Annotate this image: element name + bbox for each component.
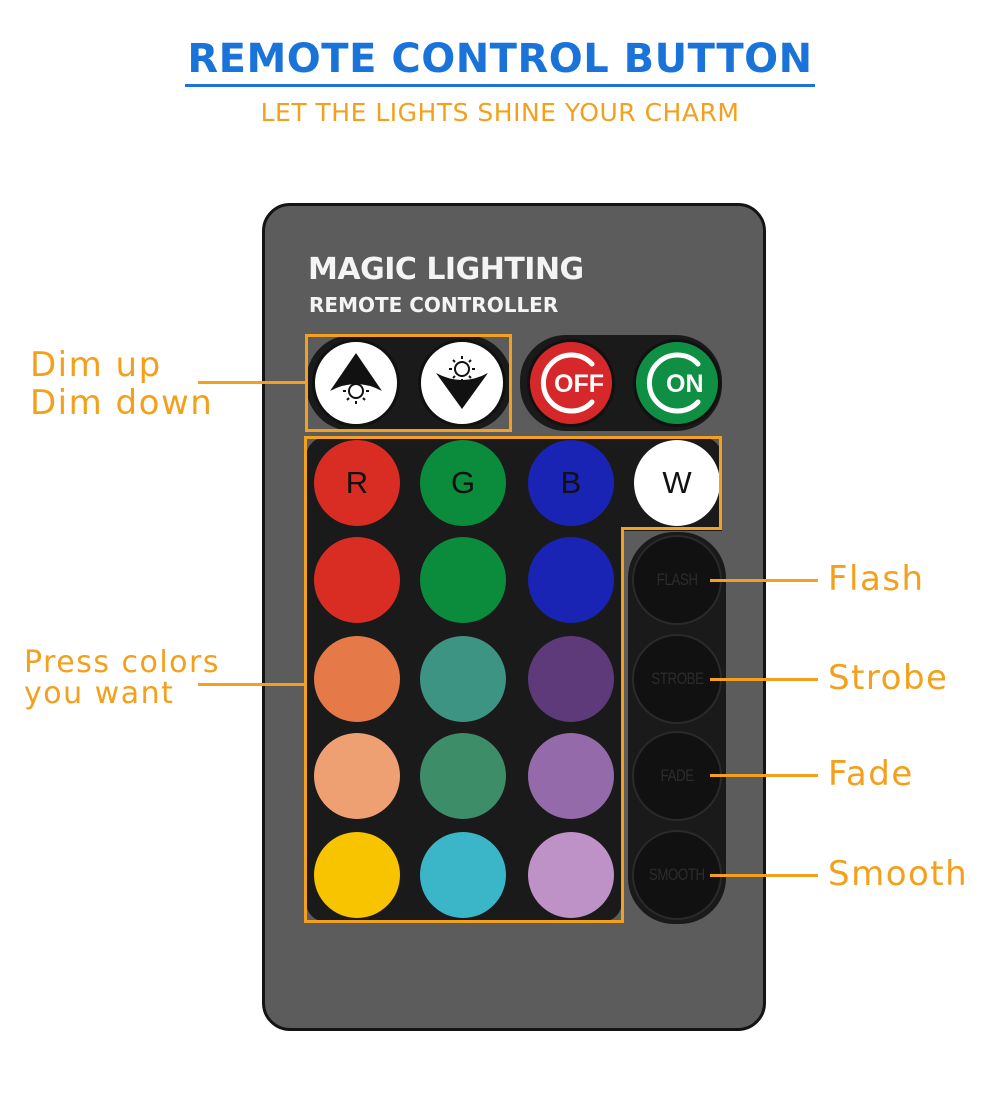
color-button-r3-c2[interactable] (420, 733, 506, 819)
color-button-r3-c1[interactable] (314, 733, 400, 819)
color-button-r1-c2[interactable] (420, 537, 506, 623)
flash-callout-label: Flash (828, 559, 925, 599)
color-button-r1-c3[interactable] (528, 537, 614, 623)
fade-button[interactable]: FADE (632, 731, 722, 821)
flash-label: FLASH (656, 570, 698, 589)
dim-down-button[interactable] (418, 339, 506, 427)
off-ring-icon (541, 352, 595, 414)
colors-callout-line (198, 683, 306, 686)
color-button-r1-c1[interactable] (314, 537, 400, 623)
flash-button[interactable]: FLASH (632, 535, 722, 625)
on-button[interactable]: ON (633, 339, 721, 427)
color-button-r4-c1[interactable] (314, 832, 400, 918)
strobe-callout-label: Strobe (828, 658, 949, 698)
on-label: ON (666, 370, 704, 398)
smooth-button[interactable]: SMOOTH (632, 830, 722, 920)
color-button-r3-c3[interactable] (528, 733, 614, 819)
red-button[interactable]: R (314, 440, 400, 526)
color-button-r2-c2[interactable] (420, 636, 506, 722)
page-title: REMOTE CONTROL BUTTON (0, 36, 1000, 87)
dim-callout-line (198, 381, 306, 384)
smooth-callout-line (710, 874, 818, 877)
blue-button[interactable]: B (528, 440, 614, 526)
press-colors-label: Press colors (24, 645, 220, 680)
page-subtitle: LET THE LIGHTS SHINE YOUR CHARM (260, 98, 740, 127)
remote-subbrand: REMOTE CONTROLLER (309, 293, 559, 317)
white-button[interactable]: W (634, 440, 720, 526)
flash-callout-line (710, 579, 818, 582)
brightness-up-icon (324, 349, 388, 418)
off-label: OFF (554, 370, 604, 398)
color-button-r4-c2[interactable] (420, 832, 506, 918)
smooth-label: SMOOTH (649, 865, 705, 884)
green-label: G (450, 465, 476, 500)
brightness-down-icon (430, 349, 494, 418)
blue-label: B (560, 465, 582, 500)
remote-brand: MAGIC LIGHTING (308, 252, 584, 287)
strobe-label: STROBE (650, 669, 704, 688)
strobe-callout-line (710, 678, 818, 681)
color-button-r4-c3[interactable] (528, 832, 614, 918)
fade-label: FADE (660, 766, 694, 785)
strobe-button[interactable]: STROBE (632, 634, 722, 724)
color-button-r2-c3[interactable] (528, 636, 614, 722)
red-label: R (345, 465, 369, 500)
white-label: W (662, 465, 692, 500)
green-button[interactable]: G (420, 440, 506, 526)
fade-callout-label: Fade (828, 754, 914, 794)
smooth-callout-label: Smooth (828, 854, 969, 894)
dim-up-label: Dim up (30, 345, 162, 385)
color-button-r2-c1[interactable] (314, 636, 400, 722)
you-want-label: you want (24, 676, 175, 711)
dim-callout-box (305, 334, 512, 432)
dim-up-button[interactable] (312, 339, 400, 427)
on-ring-icon (647, 352, 701, 414)
fade-callout-line (710, 774, 818, 777)
dim-down-label: Dim down (30, 383, 214, 423)
off-button[interactable]: OFF (527, 339, 615, 427)
